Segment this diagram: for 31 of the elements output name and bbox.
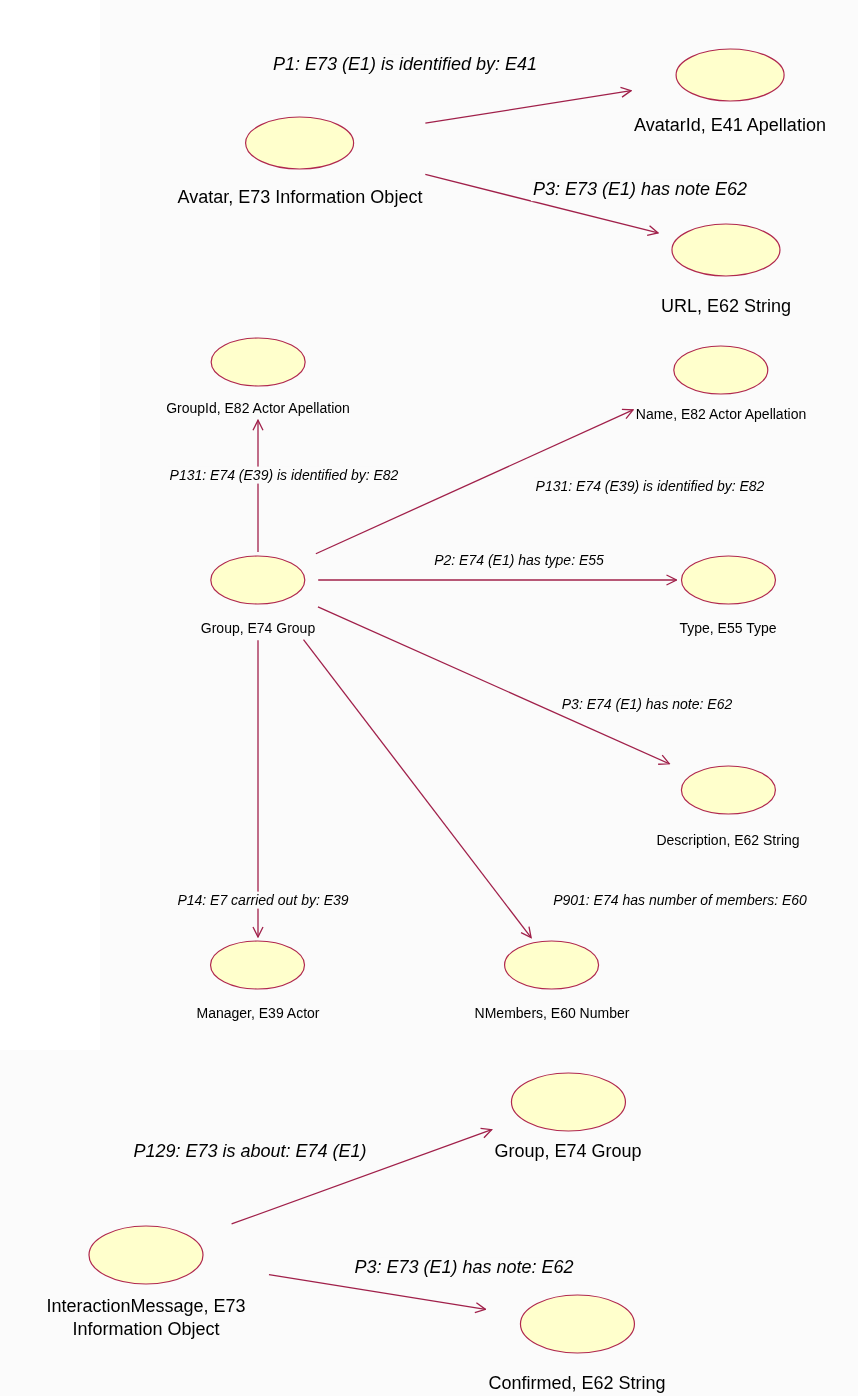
node-label: Confirmed, E62 String <box>488 1372 666 1395</box>
node-label: URL, E62 String <box>660 295 792 318</box>
node-label: GroupId, E82 Actor Apellation <box>166 399 350 418</box>
node-label: Group, E74 Group <box>494 1140 642 1163</box>
node-label: Avatar, E73 Information Object <box>177 186 423 209</box>
arrow <box>230 1127 493 1225</box>
arrow <box>268 1274 487 1314</box>
node-label: Description, E62 String <box>656 831 800 850</box>
node-label: Name, E82 Actor Apellation <box>635 405 807 424</box>
node-label: InteractionMessage, E73 Information Object <box>45 1295 247 1342</box>
arrow <box>424 173 659 236</box>
arrow <box>252 419 264 553</box>
node-label: Type, E55 Type <box>679 619 777 638</box>
arrow <box>424 86 632 124</box>
node-label: NMembers, E60 Number <box>474 1004 630 1023</box>
edge-label: P3: E73 (E1) has note: E62 <box>352 1257 576 1279</box>
edge-label: P14: E7 carried out by: E39 <box>175 891 351 909</box>
arrow <box>317 574 678 586</box>
arrow <box>302 638 532 939</box>
node-label: Group, E74 Group <box>200 619 316 638</box>
node-label: Manager, E39 Actor <box>196 1004 320 1023</box>
node-label: AvatarId, E41 Apellation <box>634 114 826 137</box>
edge-label: P131: E74 (E39) is identified by: E82 <box>533 477 767 495</box>
edge-label: P129: E73 is about: E74 (E1) <box>131 1141 369 1163</box>
arrow <box>317 606 670 765</box>
edge-label: P3: E73 (E1) has note E62 <box>530 179 750 201</box>
edge-label: P2: E74 (E1) has type: E55 <box>432 551 606 569</box>
edge-label: P131: E74 (E39) is identified by: E82 <box>167 466 401 484</box>
edge-label: P3: E74 (E1) has note: E62 <box>559 695 735 713</box>
arrow <box>252 639 264 938</box>
arrow <box>315 408 634 555</box>
